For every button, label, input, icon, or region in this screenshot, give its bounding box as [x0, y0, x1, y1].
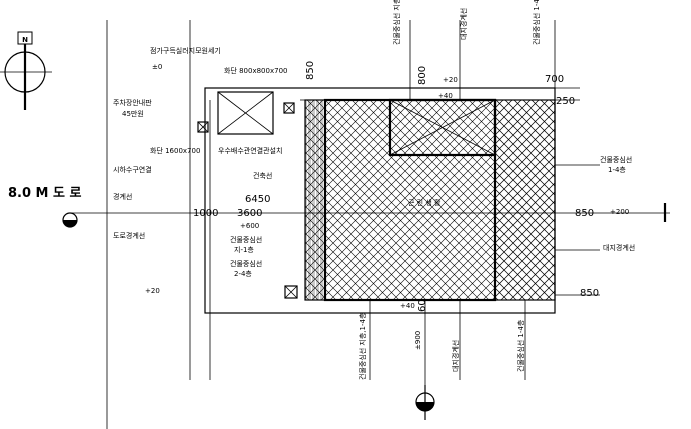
dim-850-right: 850 — [575, 208, 594, 219]
label-site-line-left: 경계선 — [113, 192, 132, 201]
label-bldg-right: 건물중심선 — [600, 155, 632, 164]
drain-box-icon — [284, 285, 298, 299]
road-section-marker-icon — [62, 212, 78, 228]
label-bot-level: ±900 — [414, 331, 422, 350]
dim-1000: 1000 — [193, 208, 218, 219]
building-name: 근 린 생 활 — [408, 198, 441, 207]
level-mark: +200 — [610, 208, 629, 216]
label-site-right: 대지경계선 — [603, 243, 635, 252]
dim-60-bottom: 60 — [417, 299, 428, 312]
section-marker-bottom-icon — [415, 385, 435, 420]
label-bldg-right-b: 1-4층 — [608, 165, 626, 174]
label-parking-sign: 주차장안내판 — [113, 98, 152, 107]
label-entrance-note: 시하수구연결 — [113, 165, 152, 174]
label-bldg-line-2b: 2-4층 — [234, 269, 252, 278]
dim-800-top: 800 — [417, 66, 428, 85]
dim-3600: 3600 — [237, 208, 262, 219]
label-top-v3: 건물중심선 1-4층 — [532, 0, 541, 45]
level-mark: +40 — [438, 92, 453, 100]
label-parking-line: 건축선 — [253, 171, 272, 180]
label-bot-v3: 건물중심선 1-4층 — [516, 319, 525, 372]
label-top-v1: 건물중심선 지층,1-4층 — [392, 0, 401, 45]
level-mark: ±0 — [152, 63, 162, 71]
dim-700-top: 700 — [545, 74, 564, 85]
dim-850-top: 850 — [305, 61, 316, 80]
dim-250: 250 — [556, 96, 575, 107]
label-bldg-line-1: 건물중심선 — [230, 235, 262, 244]
label-top-v2: 대지경계선 — [459, 8, 468, 40]
drain-box-icon — [283, 102, 295, 114]
building-wing-right — [494, 99, 556, 301]
label-dim-note: 화단 1600x700 — [150, 146, 200, 155]
level-mark: +20 — [443, 76, 458, 84]
label-drain-note: 우수배수관연결관설치 — [218, 146, 282, 155]
building-wall-strip-left — [304, 99, 326, 301]
drain-box-icon — [197, 121, 209, 133]
flower-bed — [217, 91, 274, 135]
dim-850-bottom-right: 850 — [580, 288, 599, 299]
label-bot-v2: 대지경계선 — [451, 340, 460, 372]
label-bldg-line-1b: 지-1층 — [234, 245, 254, 254]
level-mark: +40 — [400, 302, 415, 310]
road-label: 8.0 M 도 로 — [8, 186, 82, 201]
north-letter: N — [22, 36, 28, 44]
north-arrow-icon: N — [0, 31, 52, 110]
label-setback-line: 도로경계선 — [113, 231, 145, 240]
label-pavement-note: 점가구득실러지모원세기 — [150, 46, 221, 55]
label-lot-note: 45만원 — [122, 109, 144, 118]
label-bldg-line-2: 건물중심선 — [230, 259, 262, 268]
label-bot-v1: 건물중심선 지층,1-4층 — [358, 312, 367, 380]
label-flower-bed: 화단 800x800x700 — [224, 66, 287, 75]
level-mark: +600 — [240, 222, 259, 230]
dim-6450: 6450 — [245, 194, 270, 205]
level-mark: +20 — [145, 287, 160, 295]
